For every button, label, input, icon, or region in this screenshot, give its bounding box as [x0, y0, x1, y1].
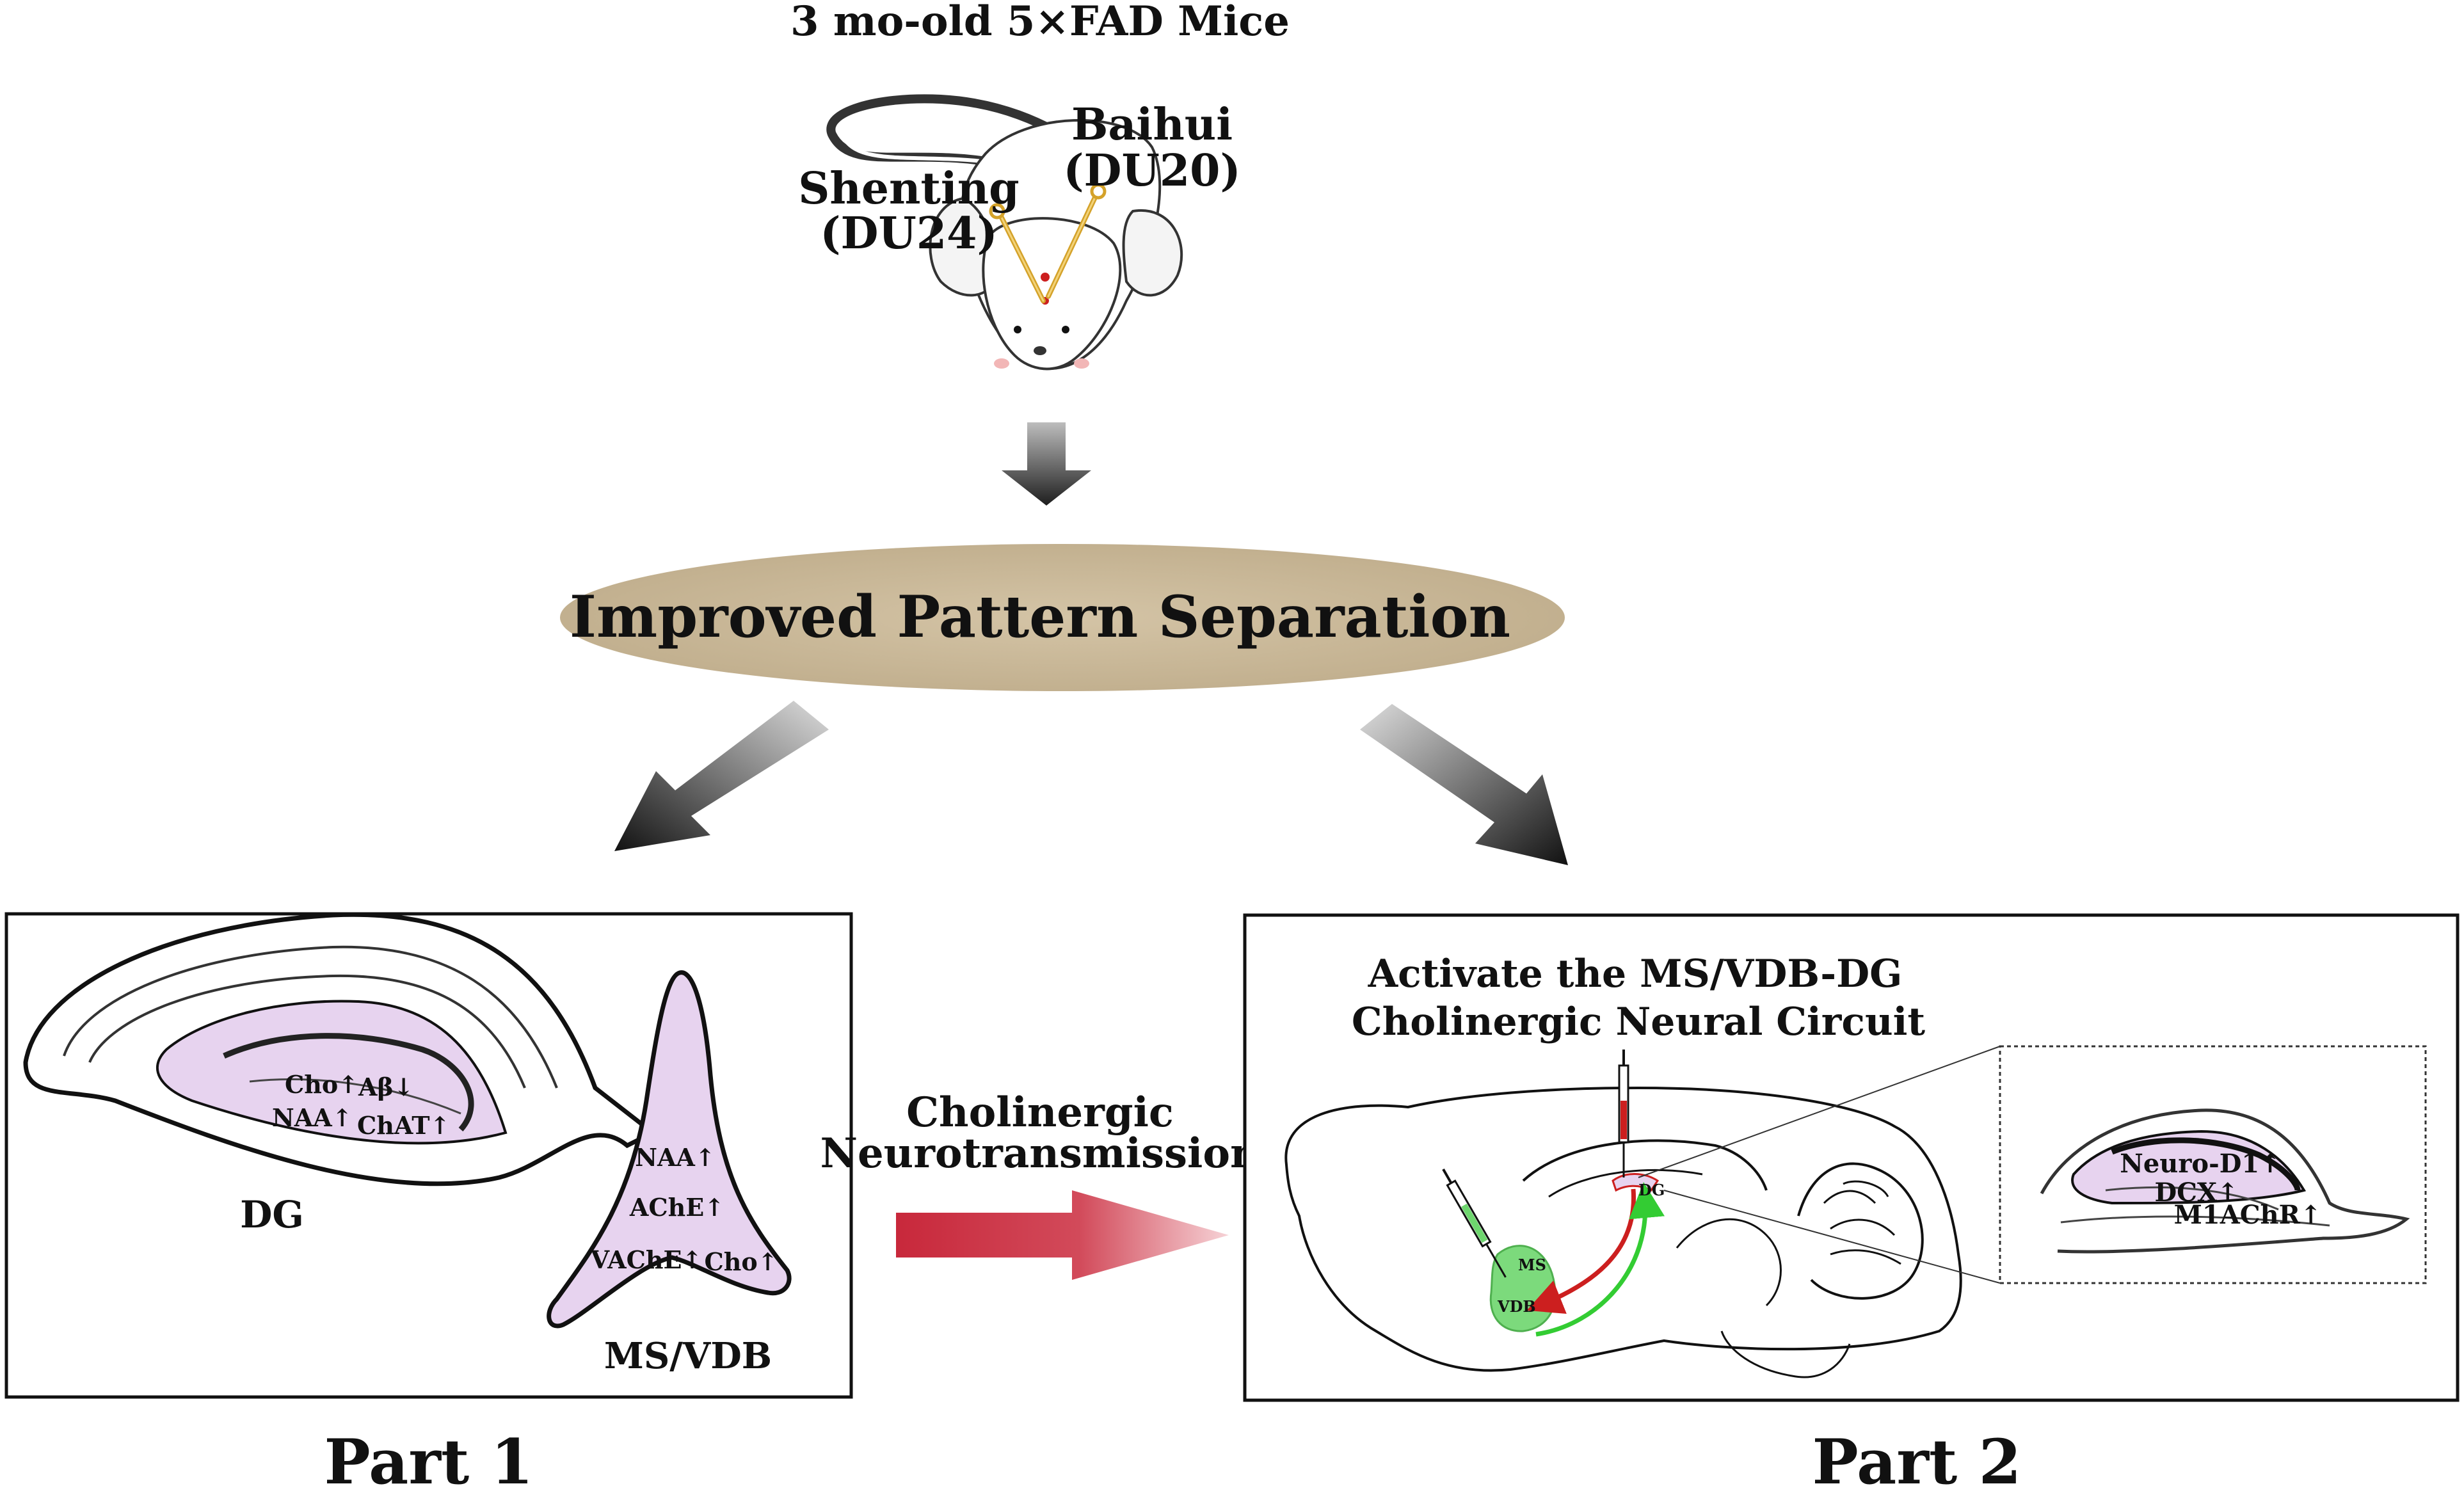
- inset-marker-dcx: DCX↑: [2154, 1178, 2238, 1208]
- title: 3 mo-old 5×FAD Mice: [790, 0, 1290, 45]
- part2-caption: Part 2: [1812, 1426, 2022, 1493]
- zoom-line-bottom: [1663, 1190, 2001, 1284]
- dg-marker-cho: Cho↑: [285, 1070, 358, 1099]
- acupoint-baihui-name: Baihui: [1071, 99, 1233, 150]
- link-label-line2: Neurotransmission: [820, 1130, 1260, 1178]
- part2-heading-line1: Activate the MS/VDB-DG: [1368, 952, 1903, 996]
- dg-marker-naa: NAA↑: [272, 1103, 353, 1132]
- dg-hippocampus-illustration: [23, 912, 657, 1186]
- brain-label-dg: DG: [1638, 1181, 1665, 1199]
- msvdb-marker-naa: NAA↑: [635, 1143, 716, 1172]
- outcome-label: Improved Pattern Separation: [570, 583, 1510, 651]
- msvdb-marker-ache: AChE↑: [629, 1193, 724, 1222]
- outcome-ellipse: [560, 544, 1565, 691]
- dg-marker-abeta: Aβ↓: [358, 1073, 414, 1101]
- part1-caption: Part 1: [324, 1426, 534, 1493]
- part2-heading-line2: Cholinergic Neural Circuit: [1352, 1000, 1925, 1044]
- msvdb-marker-vache: VAChE↑: [590, 1245, 703, 1274]
- msvdb-region: [547, 970, 792, 1329]
- brain-label-ms: MS: [1518, 1256, 1546, 1274]
- mouse-illustration: [826, 94, 1183, 371]
- dg-label: DG: [240, 1193, 304, 1236]
- dg-marker-chat: ChAT↑: [357, 1111, 450, 1140]
- brain-label-vdb: VDB: [1497, 1297, 1536, 1316]
- sagittal-brain-illustration: [1284, 1050, 1962, 1378]
- arrow-to-part2-icon: [1360, 704, 1568, 865]
- msvdb-label: MS/VDB: [604, 1335, 772, 1377]
- zoom-line-top: [1638, 1046, 2001, 1178]
- acupoint-baihui-code: (DU20): [1063, 145, 1240, 196]
- link-label-line1: Cholinergic: [906, 1089, 1174, 1137]
- dg-inset-illustration: [2040, 1108, 2410, 1254]
- acupoint-shenting-code: (DU24): [820, 208, 997, 259]
- inset-marker-neurod1: Neuro-D1↑: [2120, 1149, 2280, 1179]
- inset-marker-m1achr: M1AChR↑: [2174, 1200, 2322, 1230]
- down-arrow-icon: [1002, 422, 1091, 506]
- arrow-to-part1-icon: [614, 701, 829, 851]
- cholinergic-link-arrow-icon: [896, 1190, 1229, 1280]
- acupoint-shenting-name: Shenting: [798, 163, 1019, 214]
- msvdb-marker-cho: Cho↑: [704, 1247, 778, 1276]
